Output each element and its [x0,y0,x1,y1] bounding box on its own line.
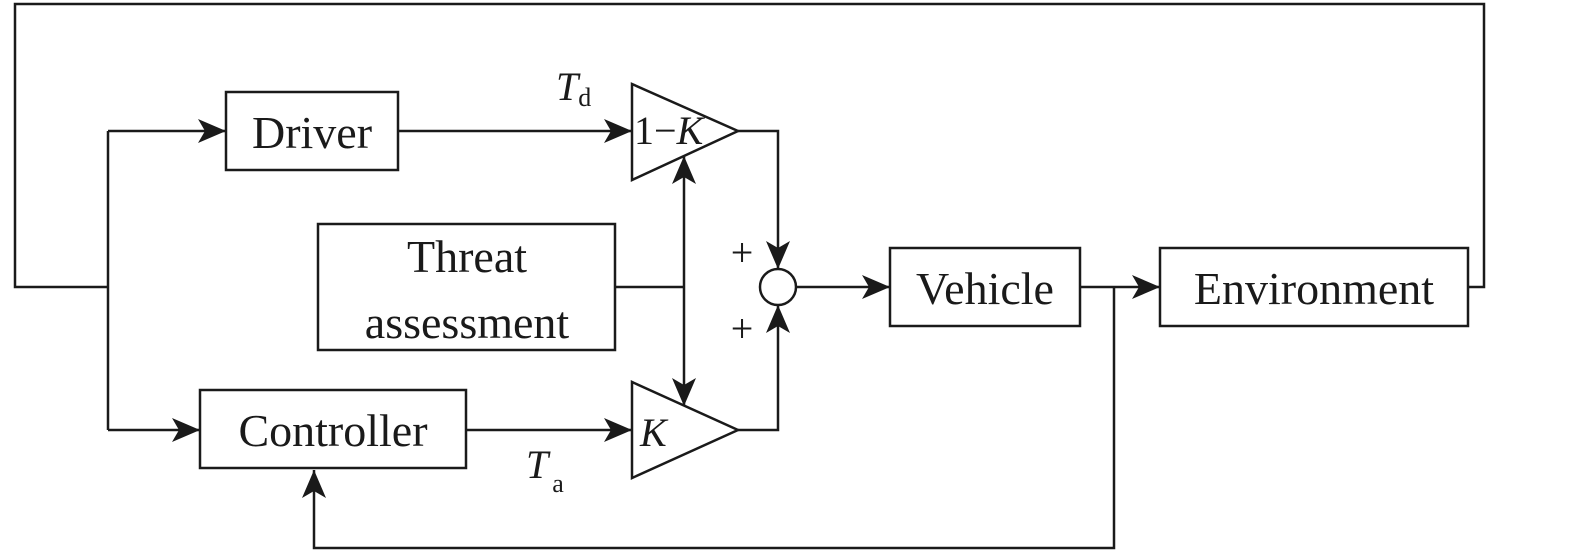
controller-block: Controller [198,388,468,470]
bottom-gain-to-summer-wire [738,305,790,432]
threat-assessment-label-line1: Threat [407,231,527,282]
driver-torque-label: Td [556,64,591,112]
environment-feedback-wire [13,2,1486,289]
environment-block: Environment [1158,246,1470,328]
summer-bottom-sign: + [731,306,754,351]
controller-gain-label: K [639,410,669,455]
summing-junction [758,267,798,307]
controller-label: Controller [238,405,427,456]
threat-assessment-label-line2: assessment [365,297,570,348]
threat-assessment-block: Threat assessment [316,222,617,352]
vehicle-block: Vehicle [888,246,1082,328]
driver-gain-triangle: 1−K [630,82,742,182]
top-gain-to-summer-wire [738,129,790,269]
controller-gain-triangle: K [630,380,742,480]
vehicle-feedback-to-controller-wire [302,287,1116,550]
summer-top-sign: + [731,230,754,275]
driver-block: Driver [224,90,400,172]
driver-gain-label: 1−K [634,108,706,153]
vehicle-label: Vehicle [916,263,1054,314]
environment-label: Environment [1194,263,1434,314]
driver-label: Driver [252,107,372,158]
